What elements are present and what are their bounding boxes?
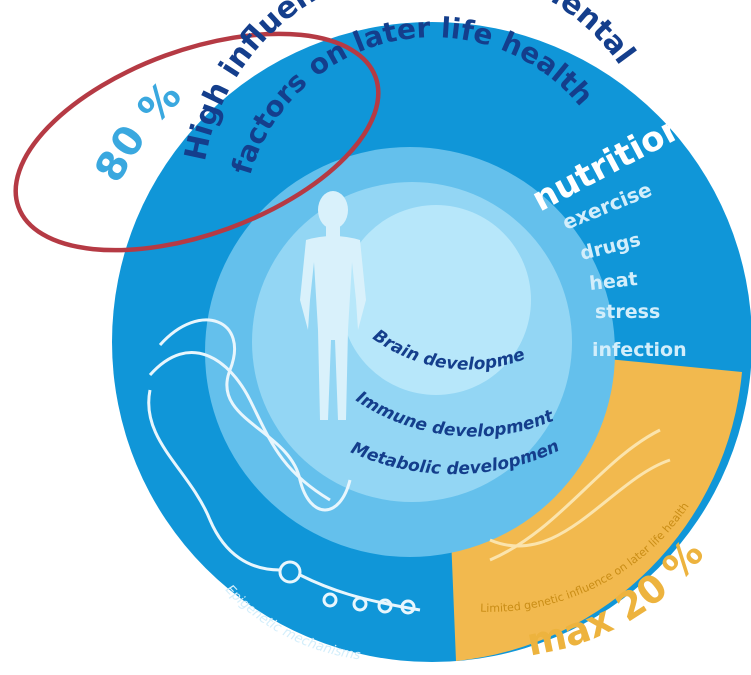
dna-helix-icon [147,318,421,615]
environment-factor-stress: stress [595,301,660,323]
human-figure-icon [300,191,366,420]
core-circle [341,205,531,395]
highlight-ellipse [13,31,381,253]
environment-factor-heat: heat [588,268,638,295]
dna-helix-gold-icon [489,428,671,562]
environment-factor-infection: infection [592,339,687,361]
